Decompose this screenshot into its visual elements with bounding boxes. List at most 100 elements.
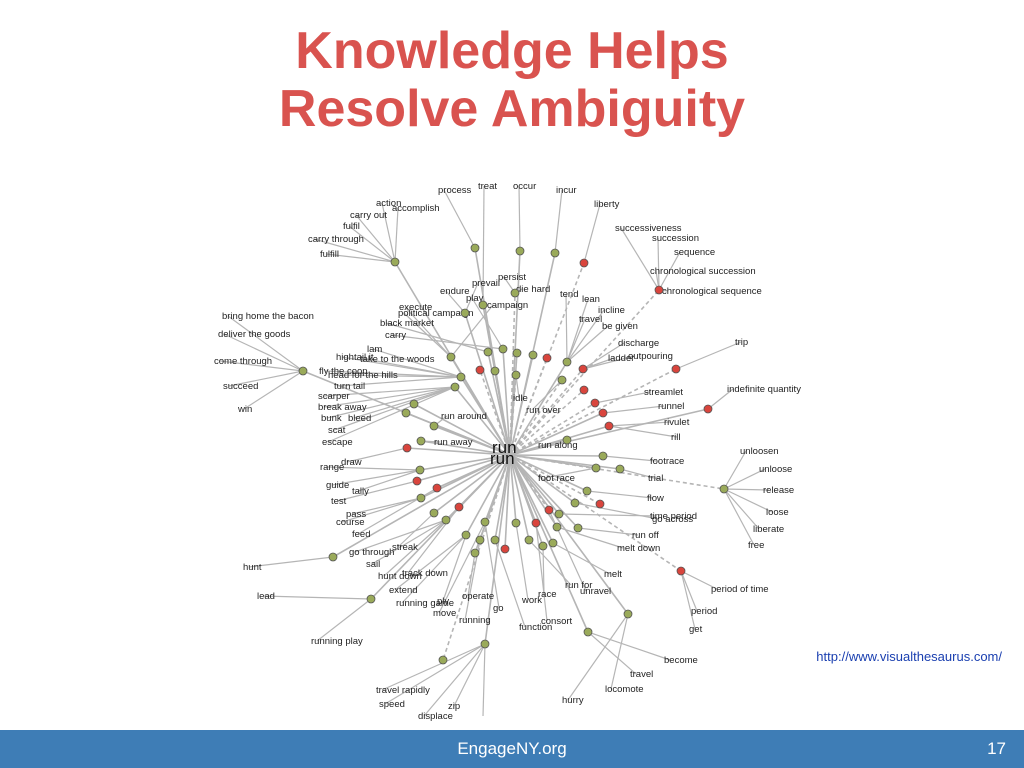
word-label[interactable]: liberty (594, 199, 620, 210)
word-label[interactable]: process (438, 185, 472, 196)
word-label[interactable]: melt (604, 569, 622, 580)
synset-node-green[interactable] (446, 352, 456, 362)
word-label[interactable]: free (748, 540, 764, 551)
word-label[interactable]: scat (328, 425, 346, 436)
word-label[interactable]: zip (448, 701, 460, 712)
word-label[interactable]: move (433, 608, 456, 619)
synset-node-green[interactable] (429, 421, 439, 431)
word-label[interactable]: get (689, 624, 703, 635)
synset-node-green[interactable] (719, 484, 729, 494)
word-label[interactable]: scarper (318, 391, 350, 402)
word-label[interactable]: head for the hills (328, 370, 398, 381)
word-label[interactable]: streamlet (644, 387, 683, 398)
word-label[interactable]: carry through (308, 234, 364, 245)
word-label[interactable]: succeed (223, 381, 258, 392)
word-label[interactable]: persist (498, 272, 526, 283)
word-label[interactable]: ladder (608, 353, 634, 364)
synset-node-green[interactable] (298, 366, 308, 376)
word-label[interactable]: indefinite quantity (727, 384, 801, 395)
word-label[interactable]: chronological sequence (662, 286, 762, 297)
word-label[interactable]: feed (352, 529, 371, 540)
word-label[interactable]: hurry (562, 695, 584, 706)
synset-node-green[interactable] (456, 372, 466, 382)
word-label[interactable]: extend (389, 585, 418, 596)
synset-node-green[interactable] (511, 518, 521, 528)
word-label[interactable]: ply (437, 596, 449, 607)
word-label[interactable]: go (493, 603, 504, 614)
synset-node-red[interactable] (590, 398, 600, 408)
synset-node-red[interactable] (412, 476, 422, 486)
word-label[interactable]: treat (478, 181, 497, 192)
word-label[interactable]: function (519, 622, 552, 633)
word-label[interactable]: tend (560, 289, 579, 300)
synset-node-green[interactable] (416, 436, 426, 446)
word-label[interactable]: operate (462, 591, 494, 602)
synset-node-green[interactable] (401, 408, 411, 418)
word-label[interactable]: period of time (711, 584, 769, 595)
word-label[interactable]: execute (399, 302, 432, 313)
word-label[interactable]: break away (318, 402, 367, 413)
word-label[interactable]: play (466, 293, 484, 304)
word-label[interactable]: idle (513, 393, 528, 404)
word-label[interactable]: prevail (472, 278, 500, 289)
synset-node-red[interactable] (578, 364, 588, 374)
word-label[interactable]: hunt (243, 562, 262, 573)
word-label[interactable]: carry (385, 330, 406, 341)
synset-node-red[interactable] (595, 499, 605, 509)
synset-node-red[interactable] (542, 353, 552, 363)
word-label[interactable]: sequence (674, 247, 715, 258)
word-label[interactable]: sail (366, 559, 380, 570)
word-label[interactable]: run away (434, 437, 473, 448)
word-label[interactable]: work (521, 595, 542, 606)
synset-node-green[interactable] (538, 541, 548, 551)
word-label[interactable]: die hard (516, 284, 550, 295)
word-label[interactable]: outpouring (628, 351, 673, 362)
synset-node-red[interactable] (654, 285, 664, 295)
word-label[interactable]: fulfill (320, 249, 339, 260)
synset-node-green[interactable] (480, 517, 490, 527)
word-label[interactable]: melt down (617, 543, 660, 554)
word-label[interactable]: incur (556, 185, 577, 196)
word-label[interactable]: liberate (753, 524, 784, 535)
synset-node-green[interactable] (573, 523, 583, 533)
synset-node-red[interactable] (671, 364, 681, 374)
synset-node-green[interactable] (582, 486, 592, 496)
word-label[interactable]: runnel (658, 401, 684, 412)
word-label[interactable]: running play (311, 636, 363, 647)
synset-node-green[interactable] (460, 308, 470, 318)
word-label[interactable]: trip (735, 337, 748, 348)
word-label[interactable]: run around (441, 411, 487, 422)
synset-node-green[interactable] (450, 382, 460, 392)
word-label[interactable]: chronological succession (650, 266, 756, 277)
word-label[interactable]: discharge (618, 338, 659, 349)
synset-node-green[interactable] (470, 548, 480, 558)
word-label[interactable]: accomplish (392, 203, 440, 214)
word-label[interactable]: rill (671, 432, 681, 443)
synset-node-red[interactable] (604, 421, 614, 431)
word-label[interactable]: incline (598, 305, 625, 316)
synset-node-green[interactable] (328, 552, 338, 562)
synset-node-green[interactable] (366, 594, 376, 604)
synset-node-green[interactable] (416, 493, 426, 503)
word-label[interactable]: course (336, 517, 365, 528)
word-label[interactable]: run over (526, 405, 561, 416)
word-label[interactable]: run off (632, 530, 659, 541)
synset-node-green[interactable] (598, 451, 608, 461)
word-label[interactable]: foot race (538, 473, 575, 484)
word-label[interactable]: run for (565, 580, 592, 591)
word-label[interactable]: running (459, 615, 491, 626)
synset-node-red[interactable] (432, 483, 442, 493)
word-label[interactable]: consort (541, 616, 573, 627)
word-label[interactable]: take to the woods (360, 354, 435, 365)
word-label[interactable]: footrace (650, 456, 684, 467)
word-label[interactable]: time period (650, 511, 697, 522)
synset-node-red[interactable] (544, 505, 554, 515)
synset-node-green[interactable] (390, 257, 400, 267)
synset-node-green[interactable] (409, 399, 419, 409)
word-label[interactable]: race (538, 589, 556, 600)
synset-node-green[interactable] (524, 535, 534, 545)
word-label[interactable]: unloosen (740, 446, 779, 457)
synset-node-green[interactable] (461, 530, 471, 540)
word-label[interactable]: travel (630, 669, 653, 680)
synset-node-green[interactable] (480, 639, 490, 649)
